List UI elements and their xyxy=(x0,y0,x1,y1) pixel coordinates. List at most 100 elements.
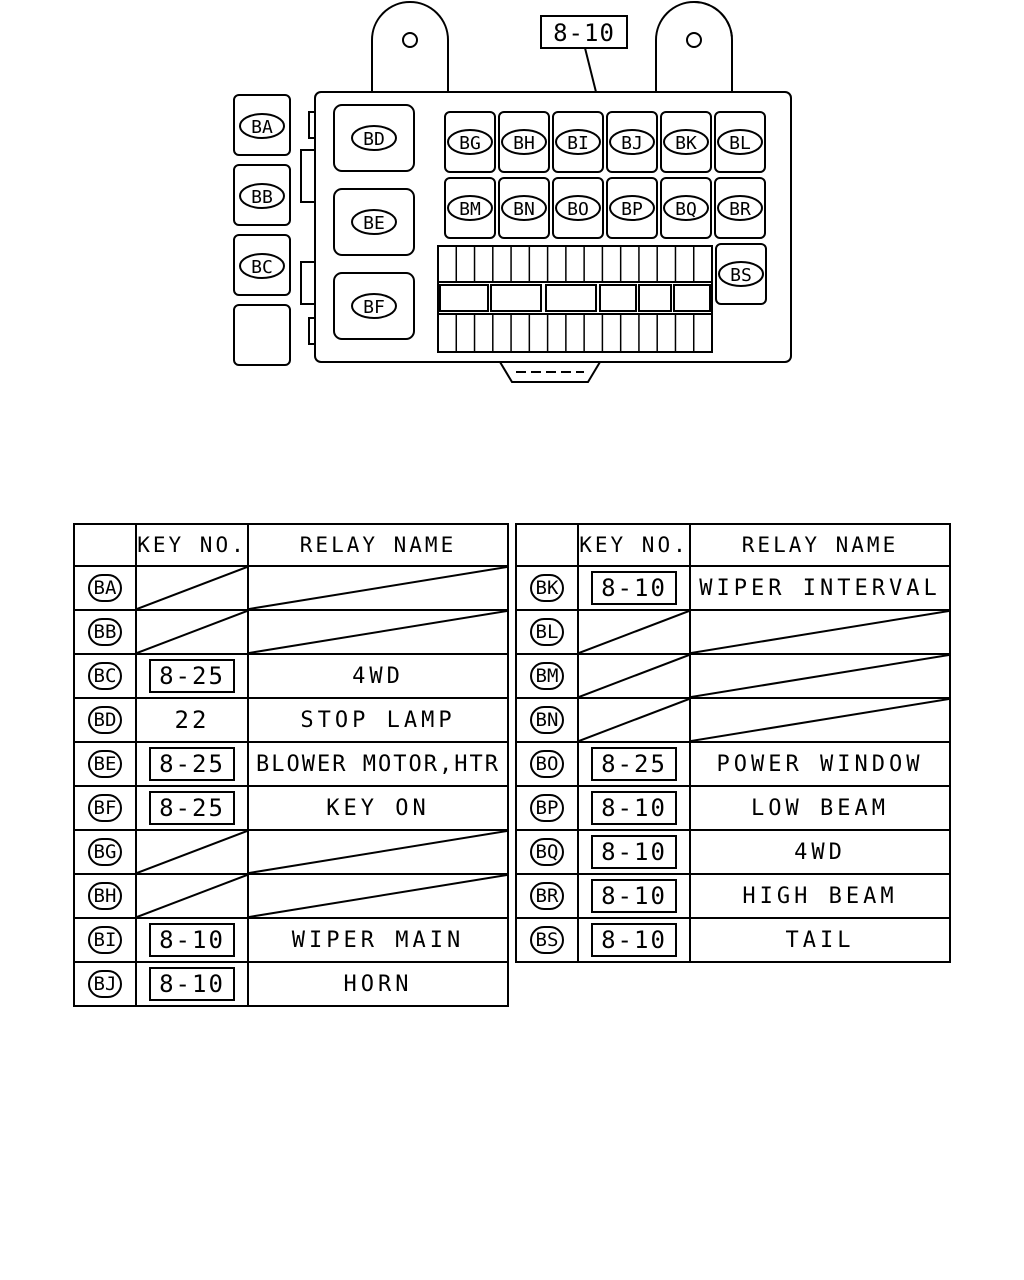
relay-id-cell: BO xyxy=(515,741,579,787)
key-no-cell: 22 xyxy=(135,697,249,743)
slot-bb: BB xyxy=(239,183,285,209)
slot-bf: BF xyxy=(351,293,397,319)
relay-id-cell: BD xyxy=(73,697,137,743)
relay-name-cell: POWER WINDOW xyxy=(689,741,951,787)
empty-cell xyxy=(577,609,691,655)
table-row: BA xyxy=(73,565,509,611)
relay-id-label: BH xyxy=(87,882,123,910)
relay-name-label: 4WD xyxy=(352,663,404,689)
relay-name-label: HIGH BEAM xyxy=(742,883,898,909)
slot-bj: BJ xyxy=(609,129,655,155)
empty-cell xyxy=(689,653,951,699)
empty-cell xyxy=(135,609,249,655)
table-row: BG xyxy=(73,829,509,875)
slot-bo: BO xyxy=(555,195,601,221)
key-no-label: 8-25 xyxy=(149,659,235,693)
relay-name-label: KEY ON xyxy=(326,795,430,821)
slot-bd: BD xyxy=(351,125,397,151)
key-no-label: 8-25 xyxy=(149,791,235,825)
svg-text:BD: BD xyxy=(363,129,385,150)
relay-id-cell: BK xyxy=(515,565,579,611)
empty-cell xyxy=(247,873,509,919)
relay-id-label: BI xyxy=(87,926,123,954)
svg-text:BO: BO xyxy=(567,199,589,220)
table-row: BE 8-25 BLOWER MOTOR,HTR xyxy=(73,741,509,787)
svg-text:BH: BH xyxy=(513,133,535,154)
key-no-cell: 8-25 xyxy=(135,785,249,831)
key-no-label: 8-10 xyxy=(149,967,235,1001)
relay-name-label: STOP LAMP xyxy=(300,707,456,733)
relay-id-cell: BP xyxy=(515,785,579,831)
table-row: BM xyxy=(515,653,951,699)
empty-cell xyxy=(135,565,249,611)
header-relay-name: RELAY NAME xyxy=(689,523,951,567)
relay-name-cell: WIPER INTERVAL xyxy=(689,565,951,611)
header-key-no: KEY NO. xyxy=(135,523,249,567)
relay-id-label: BE xyxy=(87,750,123,778)
header-id xyxy=(515,523,579,567)
empty-cell xyxy=(247,565,509,611)
header-relay-name: RELAY NAME xyxy=(247,523,509,567)
svg-text:BP: BP xyxy=(621,199,643,220)
empty-cell xyxy=(247,829,509,875)
key-no-label: 8-10 xyxy=(591,923,677,957)
key-no-label: 8-25 xyxy=(591,747,677,781)
relay-id-cell: BS xyxy=(515,917,579,963)
relay-id-label: BR xyxy=(529,882,565,910)
relay-id-cell: BM xyxy=(515,653,579,699)
relay-name-label: WIPER MAIN xyxy=(291,927,465,953)
relay-name-cell: HIGH BEAM xyxy=(689,873,951,919)
table-row: BH xyxy=(73,873,509,919)
svg-text:BI: BI xyxy=(567,133,589,154)
relay-id-label: BG xyxy=(87,838,123,866)
relay-id-label: BJ xyxy=(87,970,123,998)
callout-key-label: 8-10 xyxy=(553,19,615,47)
relay-id-label: BP xyxy=(529,794,565,822)
relay-id-label: BS xyxy=(529,926,565,954)
relay-name-label: 4WD xyxy=(794,839,846,865)
empty-cell xyxy=(689,609,951,655)
slot-bi: BI xyxy=(555,129,601,155)
svg-text:BF: BF xyxy=(363,297,385,318)
relay-id-cell: BI xyxy=(73,917,137,963)
relay-id-label: BD xyxy=(87,706,123,734)
relay-name-label: BLOWER MOTOR,HTR xyxy=(256,751,500,777)
relay-id-cell: BQ xyxy=(515,829,579,875)
relay-name-label: LOW BEAM xyxy=(751,795,889,821)
empty-cell xyxy=(577,653,691,699)
slot-bp: BP xyxy=(609,195,655,221)
key-no-cell: 8-10 xyxy=(577,785,691,831)
relay-name-label: WIPER INTERVAL xyxy=(699,575,941,601)
table-row: BL xyxy=(515,609,951,655)
key-no-label: 8-25 xyxy=(149,747,235,781)
empty-cell xyxy=(135,829,249,875)
relay-name-cell: KEY ON xyxy=(247,785,509,831)
relay-id-cell: BH xyxy=(73,873,137,919)
relay-id-cell: BR xyxy=(515,873,579,919)
relay-id-cell: BB xyxy=(73,609,137,655)
slot-br: BR xyxy=(717,195,763,221)
table-row: BD 22 STOP LAMP xyxy=(73,697,509,743)
relay-id-cell: BL xyxy=(515,609,579,655)
relay-name-cell: LOW BEAM xyxy=(689,785,951,831)
empty-cell xyxy=(135,873,249,919)
relay-id-cell: BG xyxy=(73,829,137,875)
relay-name-cell: HORN xyxy=(247,961,509,1007)
table-header-row: KEY NO. RELAY NAME xyxy=(515,523,951,567)
key-no-cell: 8-10 xyxy=(577,565,691,611)
table-row: BO 8-25 POWER WINDOW xyxy=(515,741,951,787)
relay-box-diagram: 8-10 BA BB BC BD BE BF BG BH BI BJ BK xyxy=(233,1,792,383)
relay-name-cell: TAIL xyxy=(689,917,951,963)
header-key-no: KEY NO. xyxy=(577,523,691,567)
table-row: BB xyxy=(73,609,509,655)
key-no-label: 8-10 xyxy=(591,835,677,869)
table-row: BQ 8-10 4WD xyxy=(515,829,951,875)
svg-text:BK: BK xyxy=(675,133,697,154)
table-row: BJ 8-10 HORN xyxy=(73,961,509,1007)
key-no-cell: 8-25 xyxy=(135,653,249,699)
key-no-cell: 8-10 xyxy=(135,961,249,1007)
relay-name-cell: WIPER MAIN xyxy=(247,917,509,963)
